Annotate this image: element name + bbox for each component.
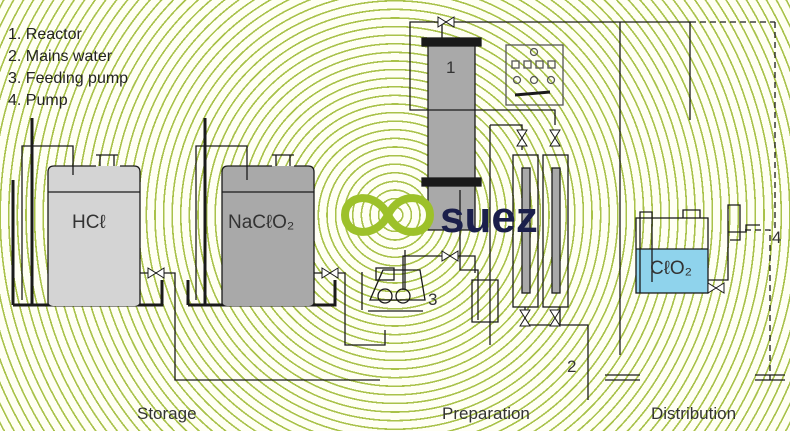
legend-item-mains-water: 2. Mains water: [8, 48, 113, 65]
legend-item-feeding-pump: 3. Feeding pump: [8, 70, 129, 87]
logo-text: suez: [440, 193, 538, 242]
legend-item-pump: 4. Pump: [8, 92, 68, 109]
naclo2-label: NaCℓO₂: [228, 212, 295, 233]
section-distribution: Distribution: [651, 404, 737, 423]
naclo2-tank: [186, 118, 337, 307]
callout-mains-water: 2: [567, 357, 577, 376]
hcl-tank: [11, 118, 164, 307]
clo2-label: CℓO₂: [650, 258, 693, 279]
legend-item-reactor: 1. Reactor: [8, 26, 82, 43]
legend: 1. Reactor 2. Mains water 3. Feeding pum…: [8, 24, 128, 112]
section-storage: Storage: [137, 404, 197, 423]
reactor-number: 1: [446, 58, 456, 77]
control-panel: [505, 44, 564, 106]
valves: [147, 16, 725, 327]
reactor: [409, 21, 776, 231]
section-preparation: Preparation: [442, 404, 530, 423]
feeding-pump: [368, 255, 476, 312]
callout-feeding-pump: 3: [428, 290, 438, 309]
suez-logo: suez: [340, 193, 538, 242]
clo2-tank: [619, 22, 771, 380]
hcl-label: HCℓ: [72, 212, 106, 233]
callout-pump: 4: [772, 228, 782, 247]
